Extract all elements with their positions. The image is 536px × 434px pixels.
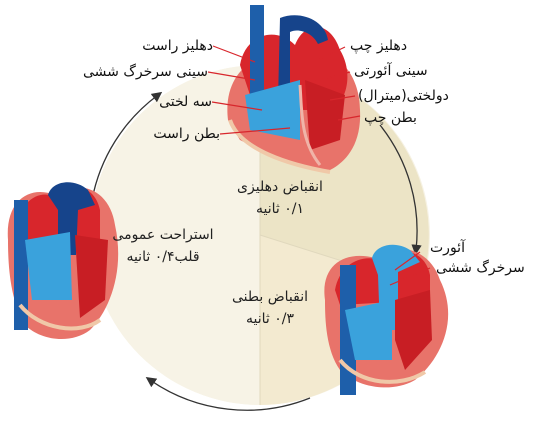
phase-rest-time: قلب۰/۴ ثانیه	[108, 246, 218, 268]
label-pulmonary-artery: سرخرگ ششی	[436, 260, 525, 276]
label-mitral-valve: دولختی(میترال)	[358, 88, 449, 104]
phase-atrial-name: انقباض دهلیزی	[232, 176, 328, 198]
phase-ventricular-systole: انقباض بطنی ۰/۳ ثانیه	[222, 286, 318, 330]
label-right-atrium: دهلیز راست	[142, 38, 213, 54]
heart-ventricular-systole	[324, 245, 448, 395]
label-tricuspid-valve: سه لختی	[159, 94, 212, 110]
phase-ventricular-name: انقباض بطنی	[222, 286, 318, 308]
label-aorta: آئورت	[430, 240, 465, 256]
label-left-atrium: دهلیز چپ	[350, 38, 407, 54]
heart-general-rest	[8, 182, 118, 339]
phase-atrial-systole: انقباض دهلیزی ۰/۱ ثانیه	[232, 176, 328, 220]
label-aortic-valve: سینی آئورتی	[354, 63, 428, 79]
phase-atrial-time: ۰/۱ ثانیه	[232, 198, 328, 220]
label-right-ventricle: بطن راست	[153, 126, 220, 142]
phase-rest-name: استراحت عمومی	[108, 224, 218, 246]
label-pulmonary-semilunar-valve: سینی سرخرگ ششی	[83, 64, 208, 80]
label-left-ventricle: بطن چپ	[364, 110, 417, 126]
phase-ventricular-time: ۰/۳ ثانیه	[222, 308, 318, 330]
phase-general-rest: استراحت عمومی قلب۰/۴ ثانیه	[108, 224, 218, 268]
